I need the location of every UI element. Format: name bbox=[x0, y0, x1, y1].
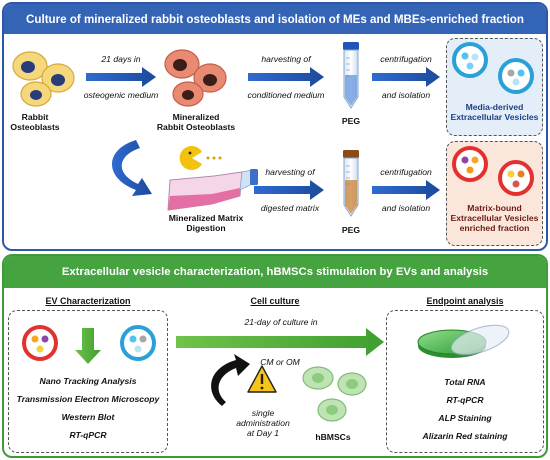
endpoint-analysis-title: Endpoint analysis bbox=[426, 296, 504, 306]
arrow2-top-label: harvesting of bbox=[261, 54, 311, 64]
media-ev-icon bbox=[452, 42, 534, 94]
endpoint-analysis-box bbox=[386, 310, 544, 453]
hbmscs-label: hBMSCs bbox=[315, 432, 351, 442]
ev-characterization-title: EV Characterization bbox=[45, 296, 131, 306]
arrow1-top-label: 21 days in bbox=[101, 54, 141, 64]
mineralized-osteoblasts-icon bbox=[164, 49, 227, 107]
endpoint-item-2: RT-qPCR bbox=[446, 395, 484, 405]
hbmscs-icon bbox=[302, 366, 367, 422]
arrow3-bottom-label: and isolation bbox=[381, 90, 431, 100]
arrow-harvest-medium bbox=[248, 67, 324, 87]
bottom-panel: Extracellular vesicle characterization, … bbox=[2, 254, 548, 458]
arrow1-bottom-label: osteogenic medium bbox=[83, 90, 159, 100]
arrow3-top-label: centrifugation bbox=[380, 54, 432, 64]
arrow-harvest-matrix bbox=[254, 180, 324, 200]
tube-1-icon bbox=[343, 42, 359, 109]
endpoint-item-3: ALP Staining bbox=[438, 413, 492, 423]
arrow-centrifugation-2 bbox=[372, 180, 440, 200]
curved-arrow bbox=[112, 140, 152, 196]
arrow5-bottom-label: and isolation bbox=[381, 203, 431, 213]
warning-icon bbox=[247, 365, 277, 393]
ev-char-item-3: Western Blot bbox=[61, 412, 115, 422]
arrow5-top-label: centrifugation bbox=[380, 167, 432, 177]
matrix-digestion-label: Mineralized Matrix Digestion bbox=[168, 213, 244, 233]
bottom-panel-title: Extracellular vesicle characterization, … bbox=[4, 256, 546, 288]
top-panel: Culture of mineralized rabbit osteoblast… bbox=[2, 2, 548, 251]
arrow-centrifugation-1 bbox=[372, 67, 440, 87]
peg-label-1: PEG bbox=[341, 116, 361, 126]
endpoint-item-1: Total RNA bbox=[444, 377, 486, 387]
ev-char-item-1: Nano Tracking Analysis bbox=[39, 376, 137, 386]
arrow4-bottom-label: digested matrix bbox=[260, 203, 320, 213]
arrow-culture bbox=[176, 328, 384, 356]
peg-label-2: PEG bbox=[341, 225, 361, 235]
media-ev-label: Media-derived Extracellular Vesicles bbox=[450, 102, 539, 122]
ev-char-item-4: RT-qPCR bbox=[69, 430, 107, 440]
petri-dish-icon bbox=[417, 324, 510, 358]
cell-culture-title: Cell culture bbox=[250, 296, 300, 306]
endpoint-item-4: Alizarin Red staining bbox=[422, 431, 508, 441]
rabbit-osteoblasts-icon bbox=[12, 51, 75, 107]
culture-top-label: 21-day of culture in bbox=[244, 317, 318, 327]
arrow4-top-label: harvesting of bbox=[265, 167, 315, 177]
matrix-ev-label: Matrix-bound Extracellular Vesicles enri… bbox=[450, 203, 539, 233]
mineralized-osteoblasts-label: Mineralized Rabbit Osteoblasts bbox=[156, 112, 236, 132]
ev-characterization-box bbox=[8, 310, 168, 453]
administration-arrow bbox=[211, 354, 250, 406]
arrow-21-days bbox=[86, 67, 156, 87]
rabbit-osteoblasts-label: Rabbit Osteoblasts bbox=[10, 112, 60, 132]
top-panel-title: Culture of mineralized rabbit osteoblast… bbox=[4, 4, 546, 34]
arrow-down-green bbox=[75, 328, 101, 364]
ev-pair-icon bbox=[22, 325, 156, 361]
arrow2-bottom-label: conditioned medium bbox=[247, 90, 325, 100]
culture-flask-icon bbox=[167, 169, 258, 211]
tube-2-icon bbox=[343, 150, 359, 217]
matrix-ev-icon bbox=[452, 146, 534, 196]
administration-label: single administration at Day 1 bbox=[236, 408, 290, 438]
ev-char-item-2: Transmission Electron Microscopy bbox=[16, 394, 160, 404]
culture-bottom-label: CM or OM bbox=[260, 357, 300, 367]
pacman-enzyme-icon bbox=[179, 146, 222, 171]
